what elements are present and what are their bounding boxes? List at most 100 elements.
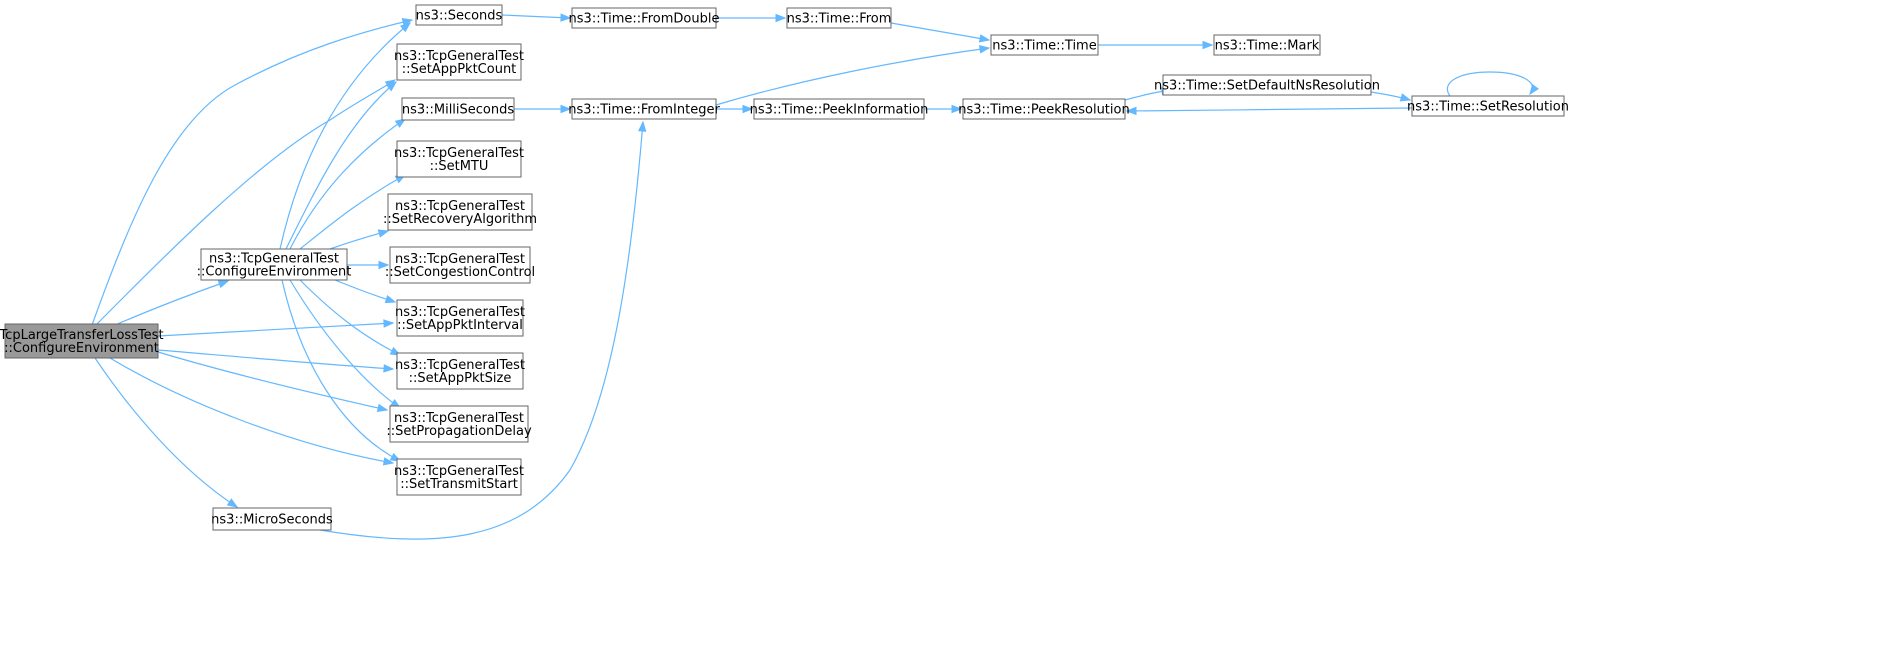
edge-line (95, 79, 396, 326)
node-setpropdelay[interactable]: ns3::TcpGeneralTest::SetPropagationDelay (386, 405, 532, 443)
node-label: ns3::Time::PeekInformation (750, 103, 929, 118)
edge-root-to-seconds (91, 17, 414, 326)
edge-arrowhead (638, 120, 647, 132)
node-milliseconds[interactable]: ns3::MilliSeconds (401, 97, 515, 121)
edge-arrowhead (401, 17, 414, 27)
node-label: ns3::Time::SetResolution (1407, 100, 1569, 115)
node-box (389, 246, 531, 284)
edges-layer (91, 13, 1539, 540)
edge-setdefaultns-to-setresolution (1370, 91, 1412, 102)
node-label: ::SetPropagationDelay (386, 424, 532, 439)
edge-arrowhead (560, 13, 572, 22)
node-setresolution[interactable]: ns3::Time::SetResolution (1407, 95, 1569, 117)
edge-arrowhead (383, 364, 395, 373)
node-box (200, 248, 348, 281)
edge-line (157, 349, 394, 370)
edge-arrowhead (383, 319, 395, 328)
edge-gen_config-to-milliseconds (289, 118, 407, 250)
node-box (389, 405, 529, 443)
edge-line (157, 351, 388, 411)
node-peekinformation[interactable]: ns3::Time::PeekInformation (750, 98, 929, 120)
node-label: ns3::Time::Mark (1215, 39, 1320, 54)
node-seconds[interactable]: ns3::Seconds (415, 4, 503, 26)
node-setcongestion[interactable]: ns3::TcpGeneralTest::SetCongestionContro… (385, 246, 535, 284)
node-label: ns3::TcpGeneralTest (394, 146, 524, 161)
node-fromdouble[interactable]: ns3::Time::FromDouble (569, 7, 720, 29)
edge-line (289, 118, 406, 250)
node-from[interactable]: ns3::Time::From (786, 7, 892, 29)
node-label: ns3::TcpGeneralTest (395, 305, 525, 320)
node-setdefaultns[interactable]: ns3::Time::SetDefaultNsResolution (1154, 74, 1380, 96)
edge-arrowhead (384, 295, 397, 304)
node-box (786, 7, 892, 29)
node-mark[interactable]: ns3::Time::Mark (1213, 34, 1321, 56)
node-label: ns3::TcpGeneralTest (394, 411, 524, 426)
edge-arrowhead (951, 104, 963, 114)
edge-root-to-settransmitstart (109, 357, 395, 466)
node-time[interactable]: ns3::Time::Time (990, 34, 1099, 56)
edge-arrowhead (560, 104, 572, 114)
node-label: ns3::Time::From (787, 12, 892, 27)
edge-line (890, 22, 990, 41)
edge-gen_config-to-setapppktinterval (334, 279, 397, 304)
edge-arrowhead (1399, 93, 1412, 102)
edge-arrowhead (399, 22, 412, 33)
node-label: ::SetMTU (430, 159, 489, 174)
edge-line (281, 279, 401, 462)
node-setrecovery[interactable]: ns3::TcpGeneralTest::SetRecoveryAlgorith… (383, 193, 537, 231)
edge-line (334, 279, 396, 303)
edge-arrowhead (394, 118, 407, 128)
edge-arrowhead (1125, 106, 1137, 116)
node-gen_config[interactable]: ns3::TcpGeneralTest::ConfigureEnvironmen… (197, 248, 352, 281)
node-box (4, 323, 159, 359)
edge-line (1446, 71, 1534, 97)
edge-line (1126, 107, 1413, 112)
nodes-layer: TcpLargeTransferLossTest::ConfigureEnvir… (0, 4, 1569, 531)
node-box (387, 193, 533, 231)
node-box (415, 4, 503, 26)
node-label: ::SetAppPktSize (409, 371, 512, 386)
edge-arrowhead (1202, 40, 1214, 50)
node-label: ::ConfigureEnvironment (4, 341, 159, 356)
edge-line (279, 22, 411, 250)
edge-arrowhead (378, 260, 390, 270)
edge-line (109, 357, 394, 464)
edge-root-to-setapppktinterval (157, 319, 395, 337)
edge-peekinformation-to-peekresolution (924, 104, 963, 114)
node-frominteger[interactable]: ns3::Time::FromInteger (568, 98, 720, 120)
edge-line (299, 174, 406, 250)
node-label: ::SetCongestionControl (385, 265, 535, 280)
node-settransmitstart[interactable]: ns3::TcpGeneralTest::SetTransmitStart (394, 458, 524, 496)
node-label: ns3::TcpGeneralTest (209, 252, 339, 267)
edge-arrowhead (775, 13, 787, 23)
edge-setresolution-to-peekresolution (1125, 106, 1413, 116)
node-label: TcpLargeTransferLossTest (0, 328, 164, 343)
edge-root-to-setpropdelay (157, 351, 389, 413)
edge-arrowhead (978, 34, 991, 43)
node-setapppktinterval[interactable]: ns3::TcpGeneralTest::SetAppPktInterval (395, 299, 525, 337)
node-setapppktcount[interactable]: ns3::TcpGeneralTest::SetAppPktCount (394, 43, 524, 81)
edge-frominteger-to-time (715, 45, 991, 106)
node-box (396, 43, 522, 81)
node-root[interactable]: TcpLargeTransferLossTest::ConfigureEnvir… (0, 323, 164, 359)
edge-arrowhead (377, 229, 390, 238)
edge-arrowhead (376, 403, 389, 413)
node-box (212, 507, 332, 531)
node-label: ::SetAppPktCount (402, 62, 517, 77)
edge-gen_config-to-seconds (279, 22, 412, 250)
edge-frominteger-to-peekinformation (716, 104, 754, 114)
node-box (962, 98, 1126, 120)
node-setapppktsize[interactable]: ns3::TcpGeneralTest::SetAppPktSize (395, 352, 525, 390)
node-label: ::ConfigureEnvironment (197, 265, 352, 280)
node-setmtu[interactable]: ns3::TcpGeneralTest::SetMTU (394, 140, 524, 178)
node-microseconds[interactable]: ns3::MicroSeconds (211, 507, 333, 531)
edge-root-to-setapppktsize (157, 349, 395, 373)
edge-line (285, 81, 397, 250)
node-label: ns3::Time::PeekResolution (958, 103, 1129, 118)
node-box (753, 98, 925, 120)
edge-line (319, 121, 644, 540)
edge-line (501, 14, 571, 19)
node-label: ns3::TcpGeneralTest (394, 464, 524, 479)
node-peekresolution[interactable]: ns3::Time::PeekResolution (958, 98, 1130, 120)
edge-gen_config-to-setrecovery (329, 229, 390, 250)
